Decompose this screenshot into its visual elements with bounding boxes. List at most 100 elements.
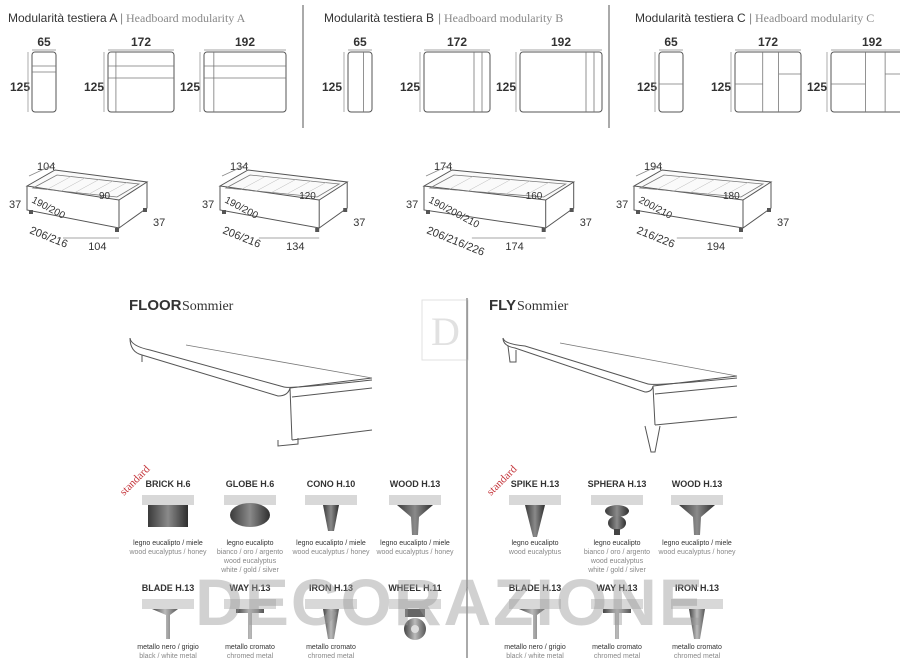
- height-label: 125: [496, 80, 516, 94]
- headboard-panel: 172 125: [711, 35, 802, 113]
- slat: [301, 182, 327, 196]
- foot-image: [671, 495, 723, 535]
- length-label: 200/210: [637, 195, 674, 222]
- height-label: 125: [711, 80, 731, 94]
- title-divider: |: [438, 11, 441, 25]
- headboard-title: Modularità testiera C: [635, 11, 746, 25]
- foot-image: [224, 599, 276, 639]
- foot-material: white / gold / silver: [220, 567, 279, 574]
- foot-image: [142, 599, 194, 639]
- foot-material: metallo cromato: [306, 644, 356, 651]
- slat: [724, 182, 749, 196]
- width-label: 65: [353, 35, 367, 49]
- title-divider: |: [749, 11, 752, 25]
- bed-top-outline: [632, 169, 773, 201]
- width-label: 194: [707, 241, 725, 253]
- foot-image: [591, 599, 643, 639]
- bed-foot: [541, 228, 546, 232]
- foot-plate: [224, 495, 276, 505]
- foot-material: legno eucalipto / miele: [662, 540, 732, 547]
- height-label: 125: [10, 80, 30, 94]
- slat: [74, 179, 100, 193]
- foot-material: legno eucalipto: [226, 540, 273, 547]
- base-name: FLY: [489, 297, 516, 314]
- watermark-text: DECORAZIONE: [195, 565, 705, 639]
- foot-material: wood eucalyptus / honey: [128, 549, 207, 556]
- foot-name: BLADE H.13: [142, 583, 195, 593]
- width-label: 172: [758, 35, 778, 49]
- slat: [60, 177, 86, 192]
- headboard-group: Modularità testiera B Headboard modularit…: [322, 11, 603, 113]
- inner-width-label: 160: [526, 191, 543, 202]
- slat: [241, 176, 266, 190]
- bed-foot: [343, 208, 348, 212]
- width-label: 192: [235, 35, 255, 49]
- foot-plate: [305, 599, 357, 609]
- height-label: 37: [353, 217, 365, 229]
- panel-outline: [423, 51, 491, 113]
- slat: [88, 180, 114, 195]
- foot-material: wood eucalyptus: [590, 558, 644, 565]
- side-length-label: 206/216/226: [425, 225, 486, 259]
- slat: [486, 179, 511, 193]
- slat: [656, 176, 681, 190]
- bed-top-outline: [422, 169, 576, 201]
- foot-material: metallo nero / grigio: [137, 644, 199, 651]
- foot-image: [509, 599, 561, 639]
- slat: [690, 179, 715, 193]
- foot-shape: [148, 505, 188, 527]
- inner-width-label: 120: [299, 191, 316, 202]
- bed-foot: [29, 210, 33, 214]
- foot-name: WAY H.13: [229, 583, 270, 593]
- panel-outline: [31, 51, 57, 113]
- bed-foot: [315, 228, 320, 232]
- slat: [286, 180, 311, 195]
- width-label: 104: [88, 241, 106, 253]
- dimension-line: [221, 163, 249, 177]
- headboard-title: Modularità testiera B: [324, 11, 434, 25]
- foot-shape: [603, 609, 631, 639]
- bed-foot: [569, 208, 574, 212]
- foot-material: metallo cromato: [225, 644, 275, 651]
- foot-shape: [323, 505, 339, 531]
- headboard-subtitle: Headboard modularity C: [755, 11, 874, 25]
- foot-shape: [397, 505, 433, 535]
- height-label: 37: [9, 199, 21, 211]
- foot-image: [224, 495, 276, 527]
- headboard-group: Modularità testiera C Headboard modularit…: [635, 11, 900, 113]
- foot-material: legno eucalipto: [593, 540, 640, 547]
- height-label: 37: [777, 217, 789, 229]
- height-label: 125: [400, 80, 420, 94]
- svg-text:D: D: [431, 309, 460, 354]
- foot-shape: [679, 505, 715, 535]
- foot-image: [305, 495, 357, 531]
- foot-name: WOOD H.13: [390, 479, 441, 489]
- height-label: 37: [616, 199, 628, 211]
- headboard-subtitle: Headboard modularity B: [444, 11, 563, 25]
- panel-outline: [830, 51, 900, 113]
- foot-name: SPIKE H.13: [511, 479, 560, 489]
- foot-material: bianco / oro / argento: [217, 549, 283, 556]
- length-label: 190/200: [30, 195, 67, 222]
- foot-material: bianco / oro / argento: [584, 549, 650, 556]
- bed-foot: [115, 228, 119, 232]
- foot-material: wood eucalyptus: [508, 549, 562, 556]
- panel-outline: [347, 51, 373, 113]
- height-label: 125: [322, 80, 342, 94]
- dimension-line: [28, 163, 56, 177]
- panel-outline: [203, 51, 287, 113]
- headboard-panel: 65 125: [322, 35, 373, 113]
- foot-material: wood eucalyptus: [223, 558, 277, 565]
- bed-foot: [636, 210, 640, 214]
